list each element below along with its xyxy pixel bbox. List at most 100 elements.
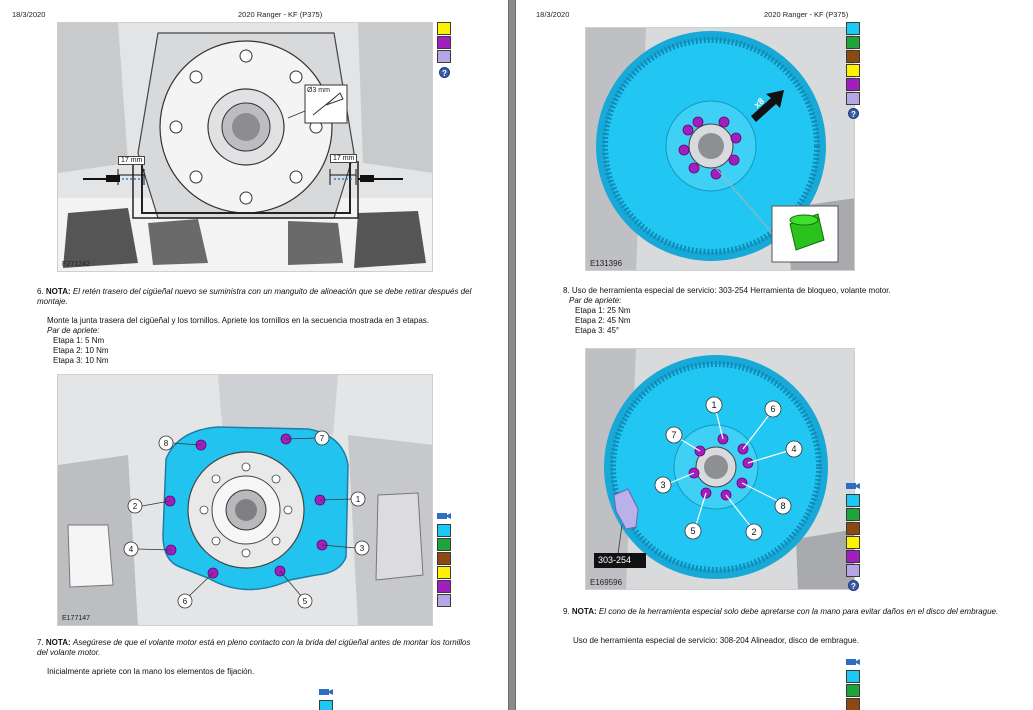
sequence-label-3: 3 — [660, 480, 665, 490]
step-9: 9. NOTA: El cono de la herramienta espec… — [563, 607, 1003, 617]
color-key-bar — [846, 494, 860, 578]
step-9-note: El cono de la herramienta especial solo … — [598, 607, 999, 616]
figure-code: E177147 — [62, 615, 91, 622]
flywheel-bolts-illustration — [586, 28, 854, 270]
flywheel-sequence-illustration: 1 6 4 8 2 5 3 7 — [586, 349, 854, 589]
sequence-label-8: 8 — [780, 501, 785, 511]
step-8-stage-3: Etapa 3: 45° — [575, 326, 620, 335]
step-6-note-label: NOTA: — [45, 287, 71, 296]
diameter-label: Ø3 mm — [307, 87, 330, 94]
sequence-label-6: 6 — [770, 404, 775, 414]
color-swatch-magenta — [846, 550, 860, 563]
step-8-torque-label: Par de apriete: — [569, 296, 622, 305]
seal-bolt-sequence-illustration: 8 7 1 3 5 6 4 2 — [58, 375, 432, 625]
step-6-torque-label: Par de apriete: — [47, 326, 100, 335]
sequence-label-1: 1 — [356, 495, 361, 504]
color-swatch-brown — [846, 522, 860, 535]
figure-code: E131396 — [590, 259, 623, 268]
color-swatch-green — [846, 684, 860, 697]
color-swatch-brown — [846, 698, 860, 710]
help-icon[interactable]: ? — [439, 67, 450, 78]
color-swatch-brown — [846, 50, 860, 63]
step-8-stage-2: Etapa 2: 45 Nm — [575, 316, 631, 325]
video-camera-icon[interactable] — [319, 688, 333, 696]
sequence-label-3: 3 — [360, 544, 365, 553]
page-divider — [508, 0, 516, 710]
dimension-label-left: 17 mm — [118, 156, 146, 165]
step-7: 7. NOTA: Asegúrese de que el volante mot… — [37, 638, 479, 658]
header-title: 2020 Ranger - KF (P375) — [764, 10, 849, 19]
video-camera-icon[interactable] — [846, 482, 860, 490]
header-title: 2020 Ranger - KF (P375) — [238, 10, 323, 19]
header-date: 18/3/2020 — [12, 10, 46, 19]
video-camera-icon[interactable] — [846, 658, 860, 666]
help-icon[interactable]: ? — [848, 580, 859, 591]
sequence-label-6: 6 — [183, 597, 188, 606]
color-key-bar — [846, 670, 860, 710]
color-key-bar — [846, 22, 860, 106]
step-7-number: 7. — [37, 638, 44, 647]
header-date: 18/3/2020 — [536, 10, 570, 19]
color-swatch-yellow — [846, 64, 860, 77]
sequence-label-7: 7 — [320, 434, 325, 443]
step-7-note: Asegúrese de que el volante motor está e… — [37, 638, 471, 657]
sequence-label-4: 4 — [791, 444, 796, 454]
color-swatch-lavender — [846, 564, 860, 577]
tool-label: 303-254 — [598, 555, 632, 565]
color-swatch-lavender — [437, 594, 451, 607]
figure-code: E271242 — [62, 261, 91, 268]
step-8-text: Uso de herramienta especial de servicio:… — [571, 286, 891, 295]
color-swatch-cyan — [437, 524, 451, 537]
color-swatch-green — [437, 538, 451, 551]
sequence-label-7: 7 — [671, 430, 676, 440]
dimension-label-right: 17 mm — [330, 154, 358, 163]
color-key-bar — [437, 524, 451, 608]
step-6-body: Monte la junta trasera del cigüeñal y lo… — [47, 316, 487, 366]
manual-page-left: 18/3/2020 2020 Ranger - KF (P375) — [0, 0, 508, 710]
sequence-label-1: 1 — [711, 400, 716, 410]
step-6-note: El retén trasero del cigüeñal nuevo se s… — [37, 287, 472, 306]
color-swatch-brown — [437, 552, 451, 565]
color-swatch-lavender — [437, 50, 451, 63]
figure-flywheel-bolt-sequence: 1 6 4 8 2 5 3 7 303-254 E169596 — [585, 348, 855, 590]
step-6-stage-1: Etapa 1: 5 Nm — [53, 336, 105, 345]
color-swatch-cyan — [846, 22, 860, 35]
color-swatch-lavender — [846, 92, 860, 105]
color-swatch-cyan — [846, 494, 860, 507]
step-7-instruction: Inicialmente apriete con la mano los ele… — [47, 667, 255, 676]
sequence-label-5: 5 — [690, 526, 695, 536]
color-swatch-magenta — [437, 580, 451, 593]
step-6-stage-2: Etapa 2: 10 Nm — [53, 346, 109, 355]
color-swatch-cyan — [846, 670, 860, 683]
step-6-stage-3: Etapa 3: 10 Nm — [53, 356, 109, 365]
step-8: 8. Uso de herramienta especial de servic… — [563, 286, 1003, 336]
color-swatch-cyan — [319, 700, 333, 710]
manual-page-right: 18/3/2020 2020 Ranger - KF (P375) — [516, 0, 1033, 710]
color-swatch-green — [846, 36, 860, 49]
crank-seal-illustration — [58, 23, 432, 271]
step-6: 6. NOTA: El retén trasero del cigüeñal n… — [37, 287, 477, 307]
color-swatch-magenta — [437, 36, 451, 49]
help-icon[interactable]: ? — [848, 108, 859, 119]
figure-flywheel-bolts: x8 E131396 — [585, 27, 855, 271]
sequence-label-5: 5 — [303, 597, 308, 606]
figure-code: E169596 — [590, 578, 623, 587]
step-6-number: 6. — [37, 287, 44, 296]
sequence-label-4: 4 — [129, 545, 134, 554]
figure-crank-seal-alignment: Ø3 mm 17 mm 17 mm E271242 — [57, 22, 433, 272]
sequence-label-8: 8 — [164, 439, 169, 448]
sequence-label-2: 2 — [133, 502, 138, 511]
step-9-note-label: NOTA: — [571, 607, 597, 616]
sequence-label-2: 2 — [751, 527, 756, 537]
color-swatch-yellow — [437, 566, 451, 579]
step-9-body: Uso de herramienta especial de servicio:… — [573, 636, 1003, 646]
step-7-body: Inicialmente apriete con la mano los ele… — [47, 667, 487, 677]
color-swatch-yellow — [437, 22, 451, 35]
color-swatch-magenta — [846, 78, 860, 91]
figure-seal-bolt-sequence: 8 7 1 3 5 6 4 2 E177147 — [57, 374, 433, 626]
color-key-bar — [319, 700, 333, 710]
step-7-note-label: NOTA: — [45, 638, 71, 647]
color-swatch-green — [846, 508, 860, 521]
video-camera-icon[interactable] — [437, 512, 451, 520]
step-9-instruction: Uso de herramienta especial de servicio:… — [573, 636, 859, 645]
